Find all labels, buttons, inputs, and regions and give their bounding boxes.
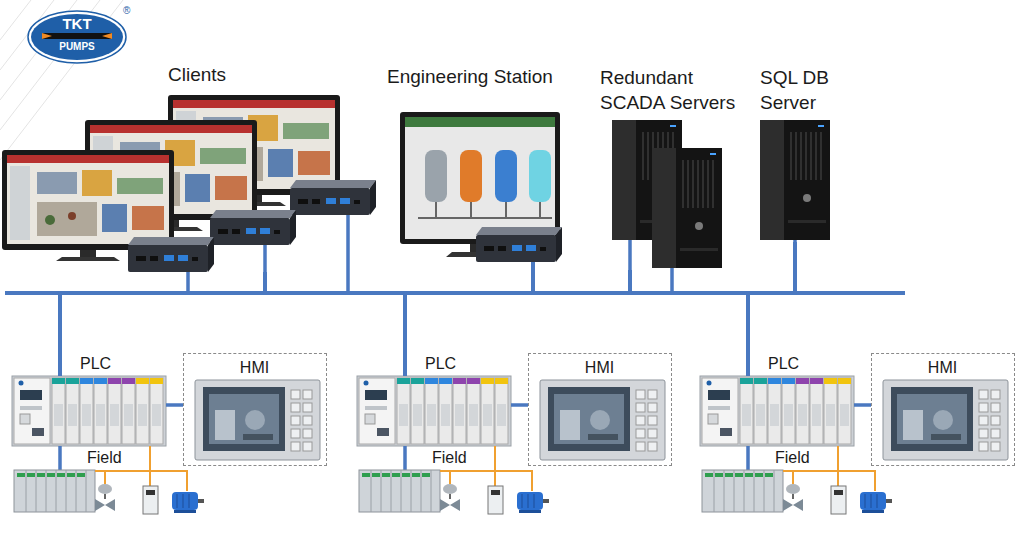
scada-servers: Redundant SCADA Servers (605, 120, 725, 270)
field-label-holder: Field (87, 449, 122, 467)
network-link (60, 262, 533, 376)
logo-text: PUMPS (42, 41, 112, 53)
plc-rack: PLC (12, 376, 166, 446)
device-label: HMI (928, 358, 957, 377)
network-link (533, 262, 748, 376)
logo-text-holder: TKT (52, 15, 102, 32)
device-label: HMI (240, 358, 269, 377)
field-label: Field (775, 449, 810, 467)
station-heading: Clients (168, 63, 226, 87)
hmi-panel: HMI (871, 353, 1015, 466)
network-link (630, 270, 748, 376)
network-link (265, 272, 748, 376)
network-link (405, 242, 795, 376)
network-link (60, 242, 795, 376)
logo-text-holder: PUMPS (42, 41, 112, 53)
network-link (265, 272, 405, 376)
engineering-computer (400, 112, 562, 262)
network-link (166, 403, 183, 407)
station-heading: Redundant SCADA Servers (600, 65, 740, 115)
server-towers (612, 120, 830, 268)
field-label-holder: Field (775, 449, 810, 467)
plc-racks (12, 376, 854, 446)
client-workstations: Clients (2, 95, 378, 272)
company-logo (28, 11, 126, 63)
network-link (854, 403, 871, 407)
field-label: Field (432, 449, 467, 467)
registered-mark-holder: ® (123, 5, 130, 17)
network-link (405, 262, 533, 376)
network-link (511, 403, 528, 407)
registered-mark: ® (123, 5, 130, 17)
device-label: PLC (80, 354, 111, 373)
network-link (60, 270, 630, 376)
network-link (405, 270, 630, 376)
plc-rack: PLC (357, 376, 511, 446)
client-computers (2, 95, 376, 272)
plc-rack: PLC (700, 376, 854, 446)
hmi-panel: HMI (183, 353, 327, 466)
device-label: PLC (425, 354, 456, 373)
database-server: SQL DB Server (758, 120, 832, 242)
engineering-station: Engineering Station (400, 112, 562, 262)
field-devices (14, 446, 892, 514)
field-label: Field (87, 449, 122, 467)
hmi-panel: HMI (528, 353, 672, 466)
device-label: HMI (585, 358, 614, 377)
network-link (60, 272, 265, 376)
logo-text: TKT (52, 15, 102, 32)
station-heading: SQL DB Server (760, 65, 850, 115)
field-label-holder: Field (432, 449, 467, 467)
hmi-panels (195, 380, 1008, 460)
station-heading: Engineering Station (387, 65, 553, 89)
device-label: PLC (768, 354, 799, 373)
